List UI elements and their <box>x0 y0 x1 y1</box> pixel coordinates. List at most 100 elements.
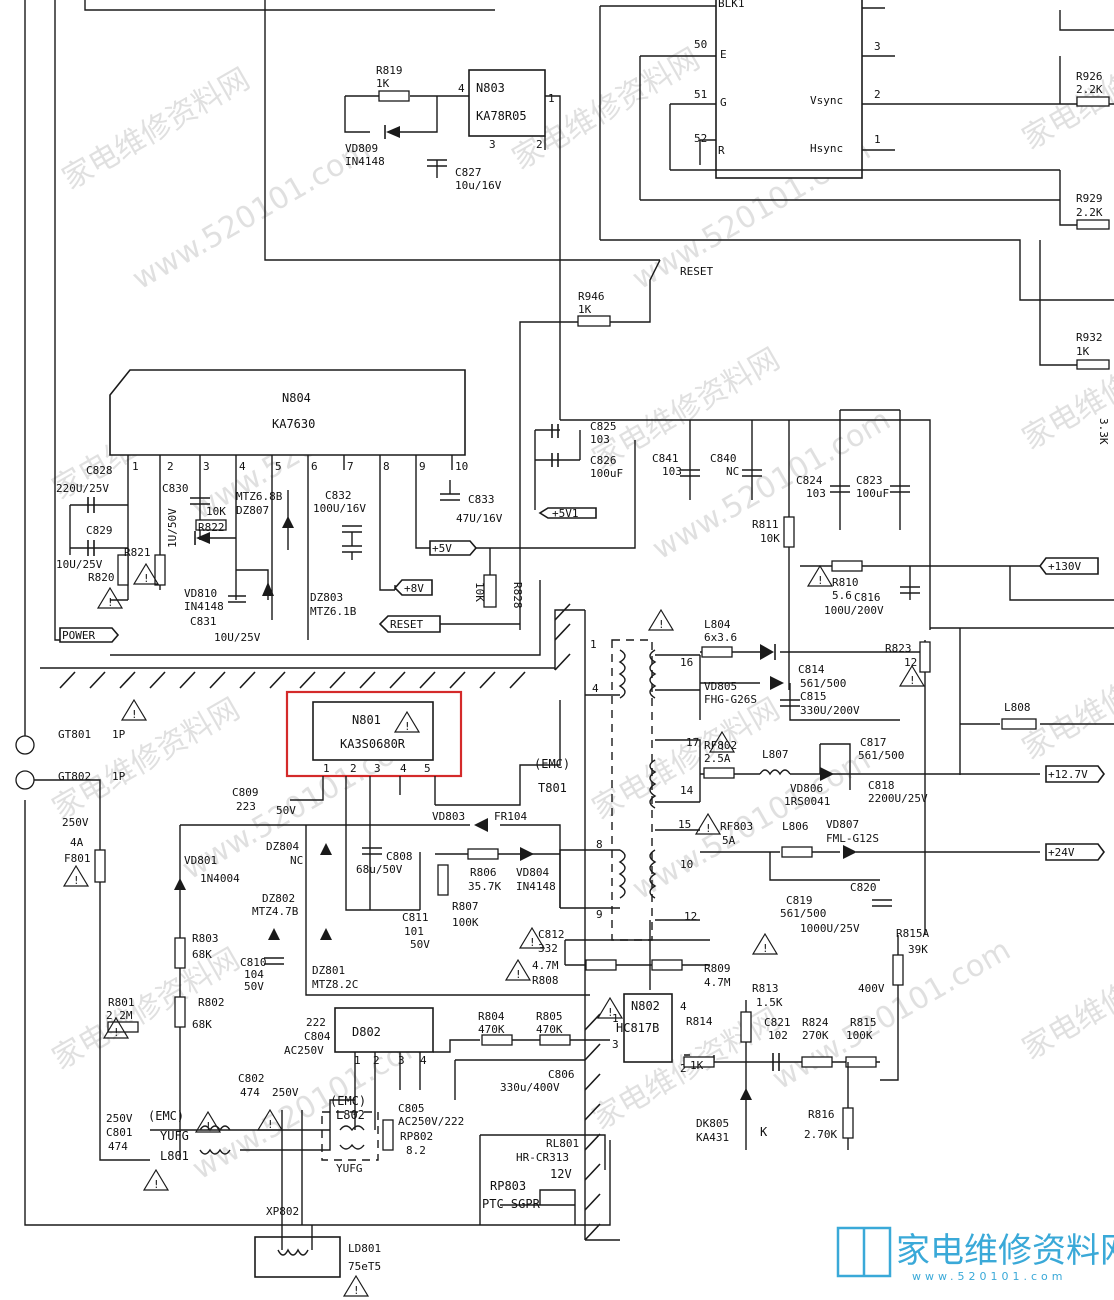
svg-text:!: ! <box>705 822 712 835</box>
r813-ref: R813 <box>752 982 779 995</box>
svg-text:!: ! <box>719 740 726 753</box>
r811-value: 10K <box>760 532 780 545</box>
r821-ref: R821 <box>124 546 151 559</box>
tag-130v <box>1039 557 1099 575</box>
tag-8v <box>393 579 433 596</box>
resistor-r806 <box>467 848 499 860</box>
resistor-r820 <box>117 554 129 586</box>
c833-value: 47U/16V <box>456 512 503 525</box>
mcu-pin-label: Hsync <box>810 142 843 155</box>
tag-5v-label: +5V <box>432 542 452 555</box>
n803-pin: 4 <box>458 82 465 95</box>
r814-value: 1K <box>690 1059 704 1072</box>
ic-n804 <box>109 369 466 456</box>
svg-text:!: ! <box>205 1120 212 1133</box>
rp803-ref: RP803 <box>490 1179 526 1193</box>
resistor-r824 <box>801 1056 833 1068</box>
c808-value: 68u/50V <box>356 863 403 876</box>
warning-triangle-icon: ! <box>132 562 160 585</box>
d802-bridge: D802 1 2 3 4 222 C804 AC250V C802 474 25… <box>148 1007 610 1225</box>
r807-ref: R807 <box>452 900 479 913</box>
l801-emc: (EMC) <box>148 1109 184 1123</box>
r801-ref: R801 <box>108 996 135 1009</box>
vd807-value: FML-G12S <box>826 832 879 845</box>
r823-value: 12 <box>904 656 917 669</box>
r810-value: 5.6 <box>832 589 852 602</box>
mcu-pin-number: 3 <box>874 40 881 53</box>
c821-ref: C821 <box>764 1016 791 1029</box>
r803-value: 68K <box>192 948 212 961</box>
c830-ref: C830 <box>162 482 189 495</box>
resistor-r809 <box>651 959 683 971</box>
r804-value: 470K <box>478 1023 505 1036</box>
t801-ref: T801 <box>538 781 567 795</box>
r932-value: 1K <box>1076 345 1090 358</box>
vd801-value: 1N4004 <box>200 872 240 885</box>
r929-ref: R929 <box>1076 192 1103 205</box>
c809-value: 223 <box>236 800 256 813</box>
n801-pin: 5 <box>424 762 431 775</box>
warning-icons: ! ! ! ! ! ! ! ! ! ! ! ! ! ! ! ! ! ! ! <box>62 562 926 1297</box>
c804-ref: C804 <box>304 1030 331 1043</box>
c809-ref: C809 <box>232 786 259 799</box>
mcu-pin-label: G <box>720 96 727 109</box>
c840-ref: C840 <box>710 452 737 465</box>
c817-value: 561/500 <box>858 749 904 762</box>
c819-value: 561/500 <box>780 907 826 920</box>
c831-value: 10U/25V <box>214 631 261 644</box>
diode-vd803 <box>474 818 488 832</box>
gt802-value: 1P <box>112 770 126 783</box>
t801-pin: 15 <box>678 818 691 831</box>
r815-ref: R815 <box>850 1016 877 1029</box>
dz804-ref: DZ804 <box>266 840 299 853</box>
d802-pin: 2 <box>373 1054 380 1067</box>
resistor-r804 <box>481 1034 513 1046</box>
c825-ref: C825 <box>590 420 617 433</box>
n801-pin: 3 <box>374 762 381 775</box>
r823-ref: R823 <box>885 642 912 655</box>
tag-5v1 <box>538 507 597 519</box>
inductor-l806 <box>781 846 813 858</box>
vd807-ref: VD807 <box>826 818 859 831</box>
mcu-pin-number: 51 <box>694 88 707 101</box>
n803-pin: 1 <box>548 92 555 105</box>
warning-triangle-icon: ! <box>194 1110 222 1133</box>
gt801-ref: GT801 <box>58 728 91 741</box>
c819-ref: C819 <box>786 894 813 907</box>
svg-text:!: ! <box>353 1284 360 1297</box>
resistor-r811 <box>783 516 795 548</box>
n801-highlight-frame <box>285 690 463 778</box>
vd809-value: IN4148 <box>345 155 385 168</box>
c809-voltage: 50V <box>276 804 296 817</box>
svg-text:!: ! <box>909 674 916 687</box>
c827-value: 10u/16V <box>455 179 502 192</box>
n804-pin: 4 <box>239 460 246 473</box>
c818-ref: C818 <box>868 779 895 792</box>
svg-text:!: ! <box>143 572 150 585</box>
l802-emc: (EMC) <box>330 1094 366 1108</box>
dz801-value: MTZ8.2C <box>312 978 358 991</box>
n801-pin: 2 <box>350 762 357 775</box>
ic-d802 <box>334 1007 434 1053</box>
n803-pin: 2 <box>536 138 543 151</box>
vd806-value: 1RS0041 <box>784 795 830 808</box>
resistor-r823 <box>919 641 931 673</box>
c805-ref: C805 <box>398 1102 425 1115</box>
dz803-value: MTZ6.1B <box>310 605 357 618</box>
r806-value: 35.7K <box>468 880 501 893</box>
c817-ref: C817 <box>860 736 887 749</box>
c804-voltage: AC250V <box>284 1044 324 1057</box>
r807-value: 100K <box>452 916 479 929</box>
svg-text:!: ! <box>515 968 522 981</box>
vd801-ref: VD801 <box>184 854 217 867</box>
r810-ref: R810 <box>832 576 859 589</box>
n802-pin: 2 <box>680 1062 687 1075</box>
resistor-r803 <box>174 937 186 969</box>
watermark-url: www.520101.com <box>127 132 377 297</box>
resistor-r929 <box>1076 219 1110 230</box>
r946-value: 1K <box>578 303 592 316</box>
r805-ref: R805 <box>536 1010 563 1023</box>
r819-value: 1K <box>376 77 390 90</box>
n804-pin: 9 <box>419 460 426 473</box>
